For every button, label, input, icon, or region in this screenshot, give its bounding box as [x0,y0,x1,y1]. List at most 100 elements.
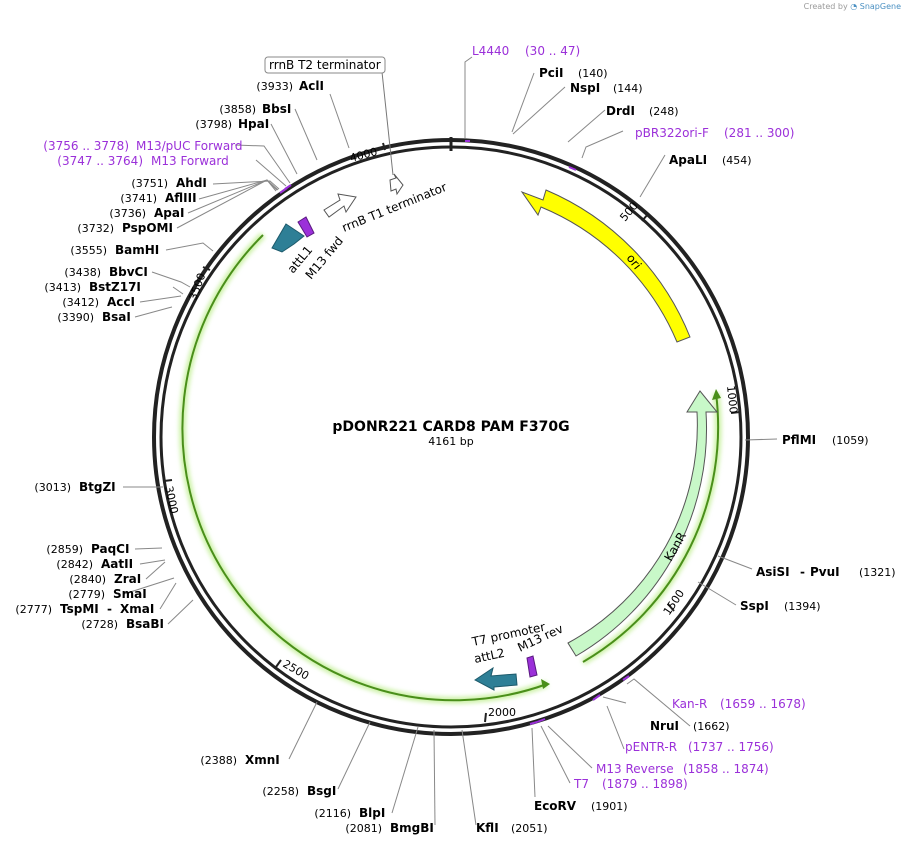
primer-t7: T7 [573,777,589,791]
snapgene-credit: Created by ◔ SnapGene [804,2,901,11]
primer-kan-r: Kan-R [672,697,707,711]
site-pvui-pos: (1321) [859,566,896,579]
site-acci: AccI [107,295,135,309]
attl2-feature[interactable] [474,666,518,691]
site-nspi: NspI [570,81,600,95]
primer-pentr-r-range: (1737 .. 1756) [688,740,774,754]
site-kfli-pos: (2051) [511,822,548,835]
site-xmni: XmnI [245,753,280,767]
site-bbsi: BbsI [262,102,291,116]
site-paqci: PaqCI [91,542,129,556]
credit-brand: SnapGene [859,2,901,11]
site-tspmi-pos: (2777) [15,603,52,616]
primer-t7-range: (1879 .. 1898) [602,777,688,791]
site-pcii-pos: (140) [578,67,608,80]
site-sspi: SspI [740,599,769,613]
site-pflmi-pos: (1059) [832,434,869,447]
site-acli: AclI [299,79,324,93]
primer-m13puc: M13/pUC Forward [136,139,243,153]
site-bsai-pos: (3390) [57,311,94,324]
tick-2000: 2000 [488,706,516,719]
site-leaders [123,56,778,826]
tick-marks [163,142,741,723]
site-asisi-sep: - [800,565,805,579]
site-apali-pos: (454) [722,154,752,167]
site-bmgbi: BmgBI [390,821,434,835]
site-ahdi-pos: (3751) [131,177,168,190]
primer-m13rev: M13 Reverse [596,762,674,776]
primer-m13puc-range: (3756 .. 3778) [43,139,129,153]
right-green-track [581,389,722,666]
site-bstz17i-pos: (3413) [44,281,81,294]
site-pspomi: PspOMI [122,221,173,235]
primer-m13rev-range: (1858 .. 1874) [683,762,769,776]
site-kfli: KflI [476,821,499,835]
site-bsai: BsaI [102,310,131,324]
rrnb-t2-feature[interactable] [389,173,404,196]
plasmid-length: 4161 bp [428,435,473,448]
kanr-feature[interactable] [567,390,719,657]
m13-rev-feature[interactable] [526,655,538,678]
site-bstz17i: BstZ17I [89,280,141,294]
site-bsabi: BsaBI [126,617,164,631]
tick-2500: 2500 [281,657,312,682]
site-paqci-pos: (2859) [46,543,83,556]
site-acci-pos: (3412) [62,296,99,309]
site-xmni-pos: (2388) [200,754,237,767]
site-zrai-pos: (2840) [69,573,106,586]
rrnb-t1-feature[interactable] [323,193,357,218]
site-pflmi: PflMI [782,433,816,447]
site-zrai: ZraI [114,572,141,586]
site-ahdi: AhdI [176,176,207,190]
site-bsgi: BsgI [307,784,336,798]
ori-feature[interactable] [520,189,691,343]
site-tspmi: TspMI [60,602,99,616]
left-green-track [178,232,550,704]
attl1-feature[interactable] [271,223,305,253]
site-nrui: NruI [650,719,679,733]
primer-l4440: L4440 [472,44,509,58]
site-pspomi-pos: (3732) [77,222,114,235]
snapgene-logo: ◔ SnapGene [850,2,901,11]
site-btgzi: BtgZI [79,480,116,494]
m13-fwd-feature[interactable] [297,216,315,238]
site-nspi-pos: (144) [613,82,643,95]
site-afliii: AflIII [165,191,197,205]
rrnb-t2-box [264,56,386,74]
site-smai-pos: (2779) [68,588,105,601]
site-ecorv-pos: (1901) [591,800,628,813]
primer-m13fwd-range: (3747 .. 3764) [57,154,143,168]
primer-l4440-range: (30 .. 47) [525,44,580,58]
tick-3000: 3000 [162,485,181,515]
site-sspi-pos: (1394) [784,600,821,613]
attl2-label: attL2 [473,646,506,666]
rrnb-t2-leader [381,71,394,176]
site-hpai: HpaI [238,117,269,131]
site-pvui: PvuI [810,565,840,579]
site-apali: ApaLI [669,153,707,167]
primer-m13fwd: M13 Forward [151,154,229,168]
site-blpi: BlpI [359,806,385,820]
primer-kan-r-range: (1659 .. 1678) [720,697,806,711]
site-btgzi-pos: (3013) [34,481,71,494]
site-bsabi-pos: (2728) [81,618,118,631]
plasmid-title: pDONR221 CARD8 PAM F370G [332,419,569,435]
site-bamhi-pos: (3555) [70,244,107,257]
site-smai: SmaI [113,587,147,601]
site-bbsi-pos: (3858) [219,103,256,116]
site-blpi-pos: (2116) [314,807,351,820]
tick-1000: 1000 [724,385,740,414]
site-apai-pos: (3736) [109,207,146,220]
site-ecorv: EcoRV [534,799,577,813]
primer-pbr322: pBR322ori-F [635,126,709,140]
site-bsgi-pos: (2258) [262,785,299,798]
site-bbvci: BbvCI [109,265,148,279]
site-drdi-pos: (248) [649,105,679,118]
site-acli-pos: (3933) [256,80,293,93]
site-tspmi-sep: - [107,602,112,616]
site-apai: ApaI [154,206,184,220]
rrnb-t2-label: rrnB T2 terminator [269,58,381,72]
site-afliii-pos: (3741) [120,192,157,205]
site-hpai-pos: (3798) [195,118,232,131]
